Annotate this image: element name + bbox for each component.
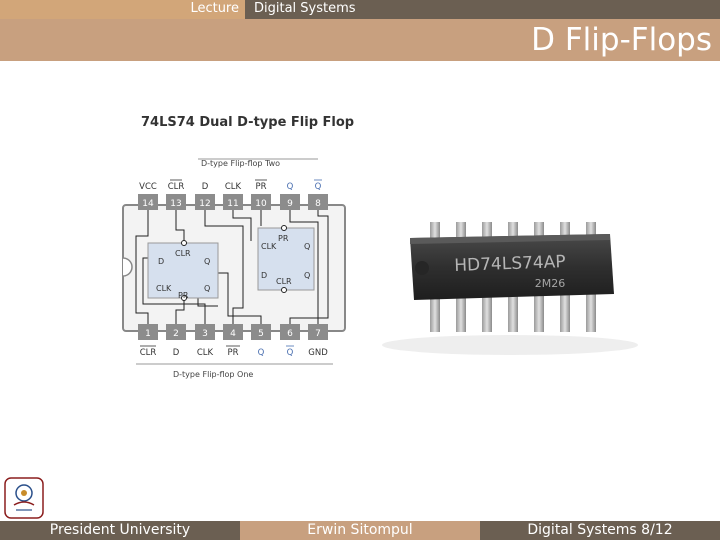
bottom-pin-label: GND (308, 348, 328, 358)
ff2-clr-label: CLR (276, 277, 292, 286)
top-pin-label: D (202, 182, 209, 192)
bottom-pin-number: 2 (173, 329, 179, 339)
lecture-cell: Lecture (0, 0, 245, 19)
bottom-pin-number: 4 (230, 329, 236, 339)
ff1-clk-label: CLK (156, 284, 172, 293)
pinout-diagram: 74LS74 Dual D-type Flip Flop D-type Flip… (122, 115, 354, 379)
top-pin-labels: VCC CLR D CLK PR Q Q (139, 182, 321, 192)
bottom-flipflop-label: D-type Flip-flop One (173, 370, 253, 379)
bottom-pin-label: PR (227, 348, 238, 358)
ff2-d-label: D (261, 271, 267, 280)
slide-title: D Flip-Flops (531, 22, 712, 58)
ff1-qbar-label: Q (204, 284, 210, 293)
bottom-pin-label: Q (258, 348, 265, 358)
bottom-pin-number: 6 (287, 329, 293, 339)
title-bar: D Flip-Flops (0, 19, 720, 61)
footer-institution: President University (0, 521, 240, 540)
ff1-q-label: Q (204, 257, 210, 266)
ff2-clk-label: CLK (261, 242, 277, 251)
top-pin-label: Q (287, 182, 294, 192)
header-bar: Lecture Digital Systems (0, 0, 720, 19)
top-pin-number: 9 (287, 199, 293, 209)
lecture-label: Lecture (190, 1, 239, 16)
ff1-clr-label: CLR (175, 249, 191, 258)
top-pin-label: CLR (168, 182, 185, 192)
bottom-pin-label: CLR (140, 348, 157, 358)
top-pins (138, 194, 328, 210)
bottom-pin-labels: CLR D CLK PR Q Q GND (140, 348, 328, 358)
top-pin-number: 8 (315, 199, 321, 209)
ic-chip-photo: HD74LS74AP 2M26 (382, 222, 638, 355)
bottom-pin-label: CLK (197, 348, 214, 358)
footer-page-number: Digital Systems 8/12 (480, 521, 720, 540)
footer: President University Erwin Sitompul Digi… (0, 521, 720, 540)
bottom-pin-number: 7 (315, 329, 321, 339)
ff1-pr-label: PR (178, 291, 189, 300)
ff2-qbar-label: Q (304, 242, 310, 251)
ff2-q-label: Q (304, 271, 310, 280)
chip-code: 2M26 (535, 277, 566, 290)
top-pin-label: VCC (139, 182, 157, 192)
chip-marking: HD74LS74AP (454, 252, 566, 276)
diagram-heading: 74LS74 Dual D-type Flip Flop (141, 115, 354, 130)
ff2-pr-label: PR (278, 234, 289, 243)
university-logo (4, 477, 44, 519)
top-pin-label: Q (315, 182, 322, 192)
bottom-pin-number: 3 (202, 329, 208, 339)
ff1-d-label: D (158, 257, 164, 266)
bottom-pin-number: 5 (258, 329, 264, 339)
course-title: Digital Systems (254, 1, 356, 16)
top-pin-number: 11 (227, 199, 238, 209)
top-pin-number: 10 (255, 199, 267, 209)
bottom-pin-label: D (173, 348, 180, 358)
bottom-pin-number: 1 (145, 329, 151, 339)
top-flipflop-label: D-type Flip-flop Two (201, 159, 280, 168)
bottom-pin-label: Q (287, 348, 294, 358)
top-pin-label: PR (255, 182, 266, 192)
bottom-pins (138, 324, 328, 340)
top-pin-label: CLK (225, 182, 242, 192)
footer-author: Erwin Sitompul (240, 521, 480, 540)
top-pin-number: 12 (199, 199, 210, 209)
top-pin-number: 14 (142, 199, 154, 209)
top-pin-number: 13 (170, 199, 181, 209)
